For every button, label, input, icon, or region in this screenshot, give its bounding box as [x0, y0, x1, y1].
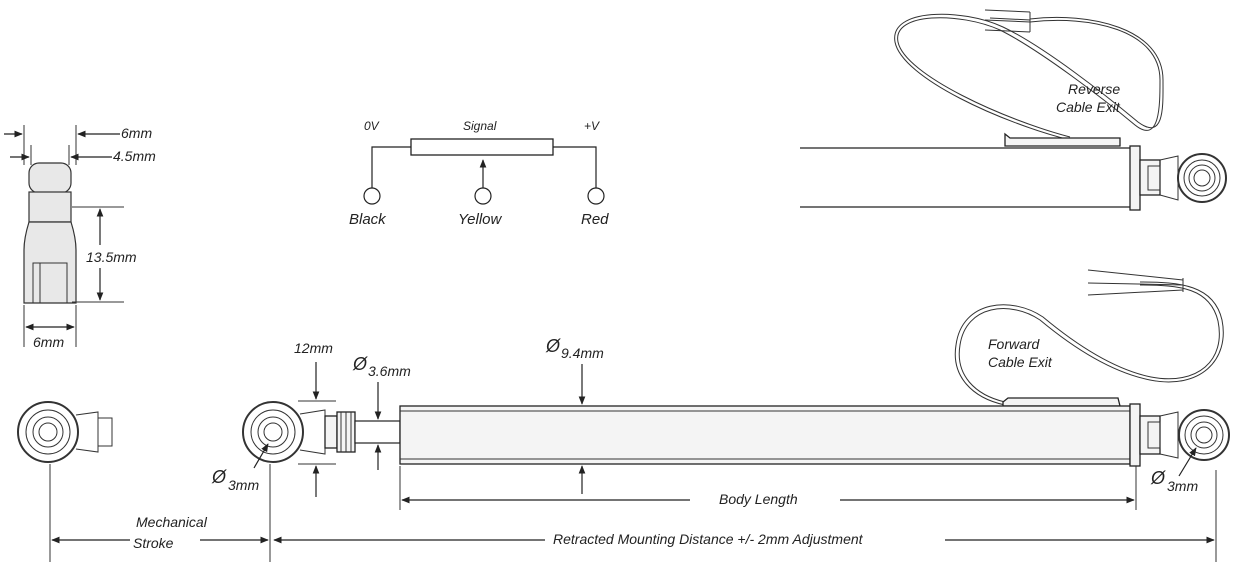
side-view: 6mm 4.5mm 13.5mm 6mm	[4, 125, 156, 350]
left-rod-end	[242, 401, 401, 463]
retracted-distance-label: Retracted Mounting Distance +/- 2mm Adju…	[553, 531, 864, 547]
forward-exit-view: Forward Cable Exit	[954, 269, 1224, 407]
label-plus-v: +V	[584, 119, 600, 133]
dim-height: 13.5mm	[86, 249, 137, 265]
terminal-black	[363, 187, 381, 205]
dim-inner-width: 4.5mm	[113, 148, 156, 164]
forward-cable	[958, 281, 1224, 403]
wiring-schematic: 0V Signal +V Black Yellow Red	[349, 119, 609, 228]
label-signal: Signal	[463, 119, 497, 133]
reverse-exit-line1: Reverse	[1068, 81, 1120, 97]
dim-hole-right: 3mm	[1167, 478, 1198, 494]
dim-outer-width: 6mm	[121, 125, 152, 141]
wire-black: Black	[349, 211, 387, 228]
dim-hole-left: 3mm	[228, 477, 259, 493]
body-length-label: Body Length	[719, 491, 798, 507]
right-rod-end	[1129, 403, 1230, 467]
side-view-part	[23, 162, 77, 304]
dim-rod-diameter-symbol: Ø	[352, 354, 368, 374]
reverse-exit-view: Reverse Cable Exit	[800, 9, 1227, 211]
dim-body-diameter-symbol: Ø	[545, 336, 561, 356]
dim-rod-diameter: 3.6mm	[368, 363, 411, 379]
mech-stroke-line1: Mechanical	[136, 514, 208, 530]
dim-eye-width: 12mm	[294, 340, 333, 356]
dim-bottom-width: 6mm	[33, 334, 64, 350]
label-0v: 0V	[364, 119, 380, 133]
terminal-red	[587, 187, 605, 205]
extended-rod-end	[17, 401, 113, 463]
wire-yellow: Yellow	[458, 211, 503, 228]
reverse-cable	[897, 17, 1161, 138]
forward-exit-line1: Forward	[988, 336, 1041, 352]
dim-hole-left-symbol: Ø	[211, 467, 227, 487]
dim-hole-right-symbol: Ø	[1150, 468, 1166, 488]
terminal-yellow	[474, 187, 492, 205]
dim-body-diameter: 9.4mm	[561, 345, 604, 361]
resistor	[410, 138, 554, 156]
main-view: 12mm Ø 3.6mm Ø 9.4mm Ø 3mm Ø 3mm Body Le…	[17, 336, 1230, 562]
mech-stroke-line2: Stroke	[133, 535, 174, 551]
sensor-body	[399, 405, 1131, 465]
reverse-exit-line2: Cable Exit	[1056, 99, 1121, 115]
wire-red: Red	[581, 211, 609, 228]
forward-exit-line2: Cable Exit	[988, 354, 1053, 370]
